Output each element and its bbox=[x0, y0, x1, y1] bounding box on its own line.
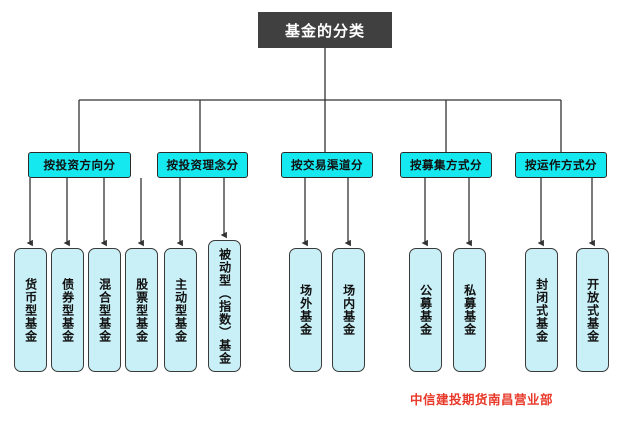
category-node-investment-philosophy[interactable]: 按投资理念分 bbox=[157, 152, 248, 178]
leaf-node-private-fund[interactable]: 私募基金 bbox=[453, 248, 486, 372]
leaf-label: 股票型基金 bbox=[134, 277, 149, 343]
leaf-label: 公募基金 bbox=[418, 284, 433, 336]
leaf-label: 货币型基金 bbox=[23, 277, 38, 343]
leaf-label: 主动型基金 bbox=[173, 277, 188, 343]
leaf-label: 私募基金 bbox=[462, 284, 477, 336]
leaf-node-bond-fund[interactable]: 债券型基金 bbox=[51, 248, 84, 372]
leaf-node-closed-end-fund[interactable]: 封闭式基金 bbox=[525, 248, 558, 372]
leaf-label: 被动型（指数）基金 bbox=[217, 247, 232, 365]
category-node-fundraising-method[interactable]: 按募集方式分 bbox=[400, 152, 492, 178]
leaf-node-passive-index-fund[interactable]: 被动型（指数）基金 bbox=[208, 240, 241, 372]
leaf-node-hybrid-fund[interactable]: 混合型基金 bbox=[88, 248, 121, 372]
leaf-node-money-market-fund[interactable]: 货币型基金 bbox=[14, 248, 47, 372]
leaf-label: 封闭式基金 bbox=[534, 277, 549, 343]
leaf-node-otc-fund[interactable]: 场外基金 bbox=[289, 248, 322, 372]
leaf-node-public-fund[interactable]: 公募基金 bbox=[409, 248, 442, 372]
category-node-investment-direction[interactable]: 按投资方向分 bbox=[28, 152, 131, 178]
leaf-node-exchange-traded-fund[interactable]: 场内基金 bbox=[332, 248, 365, 372]
leaf-node-equity-fund[interactable]: 股票型基金 bbox=[125, 248, 158, 372]
leaf-node-active-fund[interactable]: 主动型基金 bbox=[164, 248, 197, 372]
leaf-label: 开放式基金 bbox=[585, 277, 600, 343]
category-node-trading-channel[interactable]: 按交易渠道分 bbox=[281, 152, 373, 178]
leaf-label: 混合型基金 bbox=[97, 277, 112, 343]
category-node-operation-method[interactable]: 按运作方式分 bbox=[515, 152, 607, 178]
leaf-label: 债券型基金 bbox=[60, 277, 75, 343]
leaf-label: 场外基金 bbox=[298, 284, 313, 336]
leaf-node-open-end-fund[interactable]: 开放式基金 bbox=[576, 248, 609, 372]
root-node-title: 基金的分类 bbox=[258, 12, 392, 48]
leaf-label: 场内基金 bbox=[341, 284, 356, 336]
footer-branch-name: 中信建投期货南昌营业部 bbox=[410, 392, 554, 407]
